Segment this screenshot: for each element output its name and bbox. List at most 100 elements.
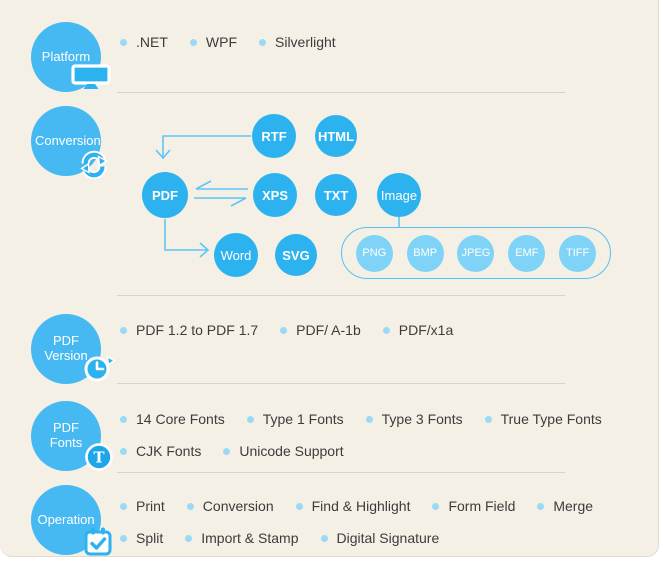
feature-item: WPF bbox=[189, 34, 237, 50]
feature-item: Type 1 Fonts bbox=[246, 411, 344, 427]
feature-item: CJK Fonts bbox=[120, 443, 201, 459]
feature-panel-background: Platform Conversion PDF Version PDF Font… bbox=[0, 0, 659, 557]
operation-items: Print Conversion Find & Highlight Form Fiel… bbox=[120, 495, 593, 549]
bullet-icon bbox=[120, 415, 127, 423]
node-txt: TXT bbox=[315, 174, 357, 216]
divider bbox=[117, 295, 565, 296]
feature-label: Digital Signature bbox=[336, 530, 440, 546]
feature-item: PDF/ A-1b bbox=[280, 322, 361, 338]
feature-label: PDF/ A-1b bbox=[296, 322, 361, 338]
platform-items: .NET WPF Silverlight bbox=[120, 31, 336, 53]
section-label: PDF Fonts bbox=[49, 420, 83, 450]
bullet-icon bbox=[120, 326, 127, 334]
monitor-icon bbox=[71, 64, 111, 89]
feature-label: .NET bbox=[136, 34, 168, 50]
feature-item: Find & Highlight bbox=[295, 498, 411, 514]
bullet-icon bbox=[186, 502, 194, 510]
feature-label: PDF 1.2 to PDF 1.7 bbox=[136, 322, 259, 338]
feature-item: Type 3 Fonts bbox=[365, 411, 463, 427]
feature-item: Unicode Support bbox=[223, 443, 344, 459]
feature-label: Form Field bbox=[448, 498, 516, 514]
feature-label: Type 3 Fonts bbox=[381, 411, 463, 427]
feature-item: Merge bbox=[537, 498, 593, 514]
section-label: Operation bbox=[37, 511, 95, 527]
divider bbox=[117, 472, 565, 473]
pdf-version-items: PDF 1.2 to PDF 1.7 PDF/ A-1b PDF/x1a bbox=[120, 319, 453, 341]
bullet-icon bbox=[223, 447, 231, 455]
letter-t-icon: T bbox=[85, 443, 113, 471]
divider bbox=[117, 92, 565, 93]
bullet-icon bbox=[382, 326, 390, 334]
feature-label: Split bbox=[136, 530, 164, 546]
feature-label: WPF bbox=[205, 34, 237, 50]
bullet-icon bbox=[120, 38, 127, 46]
feature-item: Digital Signature bbox=[320, 530, 440, 546]
feature-item: Import & Stamp bbox=[185, 530, 299, 546]
feature-item: PDF 1.2 to PDF 1.7 bbox=[120, 322, 258, 338]
format-node-tiff: TIFF bbox=[559, 234, 597, 272]
feature-label: Merge bbox=[553, 498, 594, 514]
feature-row: PDF 1.2 to PDF 1.7 PDF/ A-1b PDF/x1a bbox=[120, 319, 453, 341]
bullet-icon bbox=[120, 534, 127, 542]
feature-label: 14 Core Fonts bbox=[136, 411, 225, 427]
feature-item: 14 Core Fonts bbox=[120, 411, 225, 427]
calendar-check-icon bbox=[84, 527, 112, 556]
feature-row: 14 Core Fonts Type 1 Fonts Type 3 Fonts Tru… bbox=[120, 408, 602, 430]
node-image: Image bbox=[377, 173, 421, 217]
sync-icon bbox=[80, 150, 108, 180]
format-node-jpeg: JPEG bbox=[457, 234, 495, 272]
feature-label: CJK Fonts bbox=[136, 443, 202, 459]
feature-item: Silverlight bbox=[259, 34, 336, 50]
node-word: Word bbox=[214, 233, 258, 277]
node-html: HTML bbox=[315, 115, 357, 157]
feature-row: Print Conversion Find & Highlight Form Fiel… bbox=[120, 495, 593, 517]
node-xps: XPS bbox=[253, 173, 297, 217]
section-label: Platform bbox=[41, 48, 91, 64]
divider bbox=[117, 383, 565, 384]
format-node-emf: EMF bbox=[508, 234, 546, 272]
bullet-icon bbox=[246, 415, 254, 423]
feature-label: Conversion bbox=[202, 498, 274, 514]
svg-text:T: T bbox=[93, 449, 105, 467]
feature-row: CJK Fonts Unicode Support bbox=[120, 440, 602, 462]
format-node-bmp: BMP bbox=[406, 234, 444, 272]
clock-icon bbox=[84, 355, 116, 382]
feature-label: Print bbox=[136, 498, 165, 514]
feature-row: .NET WPF Silverlight bbox=[120, 31, 336, 53]
feature-label: Find & Highlight bbox=[311, 498, 411, 514]
feature-item: Conversion bbox=[186, 498, 274, 514]
bullet-icon bbox=[280, 326, 288, 334]
bullet-icon bbox=[185, 534, 193, 542]
bullet-icon bbox=[120, 502, 127, 510]
bullet-icon bbox=[537, 502, 545, 510]
section-circle-conversion: Conversion bbox=[31, 106, 101, 176]
bullet-icon bbox=[484, 415, 492, 423]
node-pdf: PDF bbox=[142, 172, 188, 218]
pdf-fonts-items: 14 Core Fonts Type 1 Fonts Type 3 Fonts Tru… bbox=[120, 408, 602, 462]
bullet-icon bbox=[320, 534, 328, 542]
bullet-icon bbox=[295, 502, 303, 510]
conversion-arrows bbox=[155, 135, 400, 258]
feature-item: .NET bbox=[120, 34, 168, 50]
feature-label: PDF/x1a bbox=[398, 322, 454, 338]
node-svg: SVG bbox=[275, 234, 317, 276]
feature-row: Split Import & Stamp Digital Signature bbox=[120, 527, 593, 549]
image-formats-group: PNG BMP JPEG EMF TIFF bbox=[341, 227, 611, 279]
bullet-icon bbox=[189, 38, 197, 46]
feature-label: Import & Stamp bbox=[201, 530, 299, 546]
bullet-icon bbox=[365, 415, 373, 423]
feature-item: Print bbox=[120, 498, 165, 514]
bullet-icon bbox=[259, 38, 266, 46]
feature-item: Form Field bbox=[432, 498, 515, 514]
bullet-icon bbox=[432, 502, 440, 510]
section-circle-pdf-fonts: PDF Fonts bbox=[31, 401, 101, 471]
feature-label: Unicode Support bbox=[239, 443, 344, 459]
format-node-png: PNG bbox=[355, 234, 393, 272]
section-label: PDF Version bbox=[44, 333, 88, 363]
feature-item: Split bbox=[120, 530, 163, 546]
bullet-icon bbox=[120, 447, 127, 455]
feature-item: True Type Fonts bbox=[484, 411, 602, 427]
feature-label: True Type Fonts bbox=[500, 411, 602, 427]
section-circle-platform: Platform bbox=[31, 22, 101, 92]
